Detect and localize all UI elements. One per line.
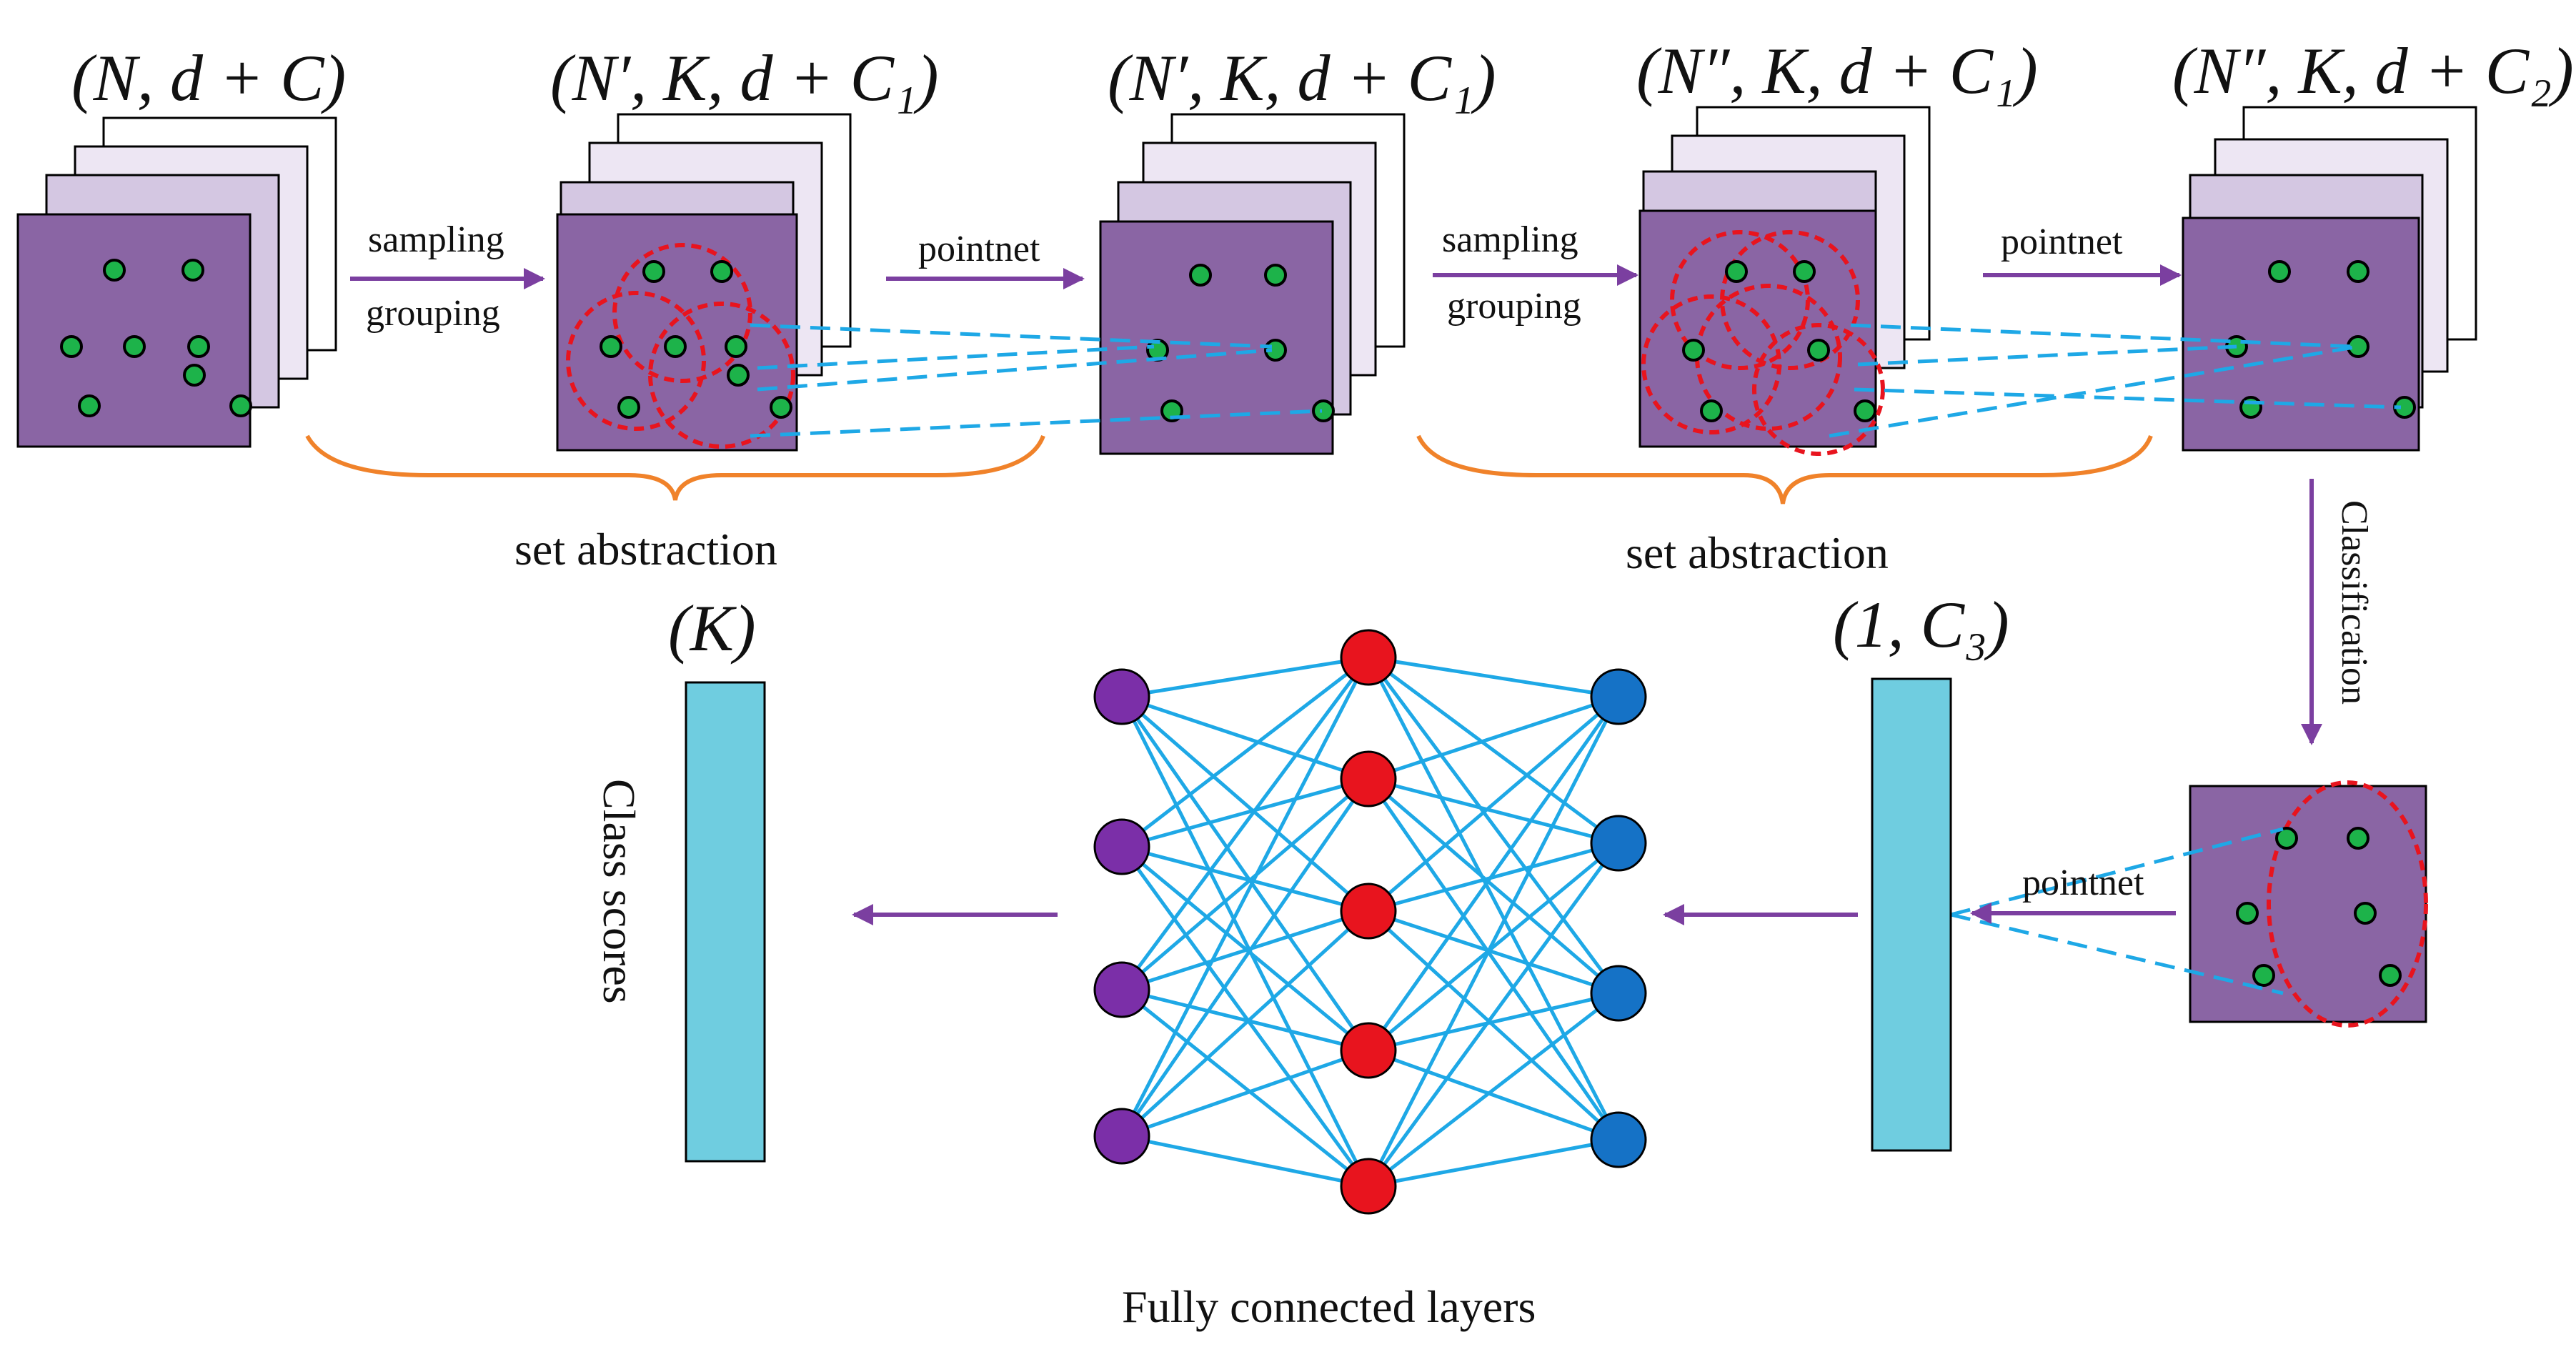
sa1-grouped-points <box>600 260 792 419</box>
sa2-grouped-points <box>1682 260 1876 422</box>
fc-edge <box>1121 655 1369 699</box>
class-scores-bar <box>685 681 766 1163</box>
fc-edge <box>1367 992 1620 1188</box>
global-pointnet-links <box>1950 827 2284 995</box>
fc-edge <box>1120 695 1371 1188</box>
fc-edge <box>1367 910 1620 1141</box>
pointnet-label-2: pointnet <box>2001 222 2123 262</box>
fc-edge <box>1366 695 1621 1052</box>
global-feature-bar <box>1871 677 1952 1152</box>
fc-edge <box>1120 777 1370 991</box>
set-abstraction-brace-1 <box>305 434 1045 501</box>
fc-edge <box>1368 1138 1619 1188</box>
grouping-label-1: grouping <box>366 293 500 334</box>
fc-edge <box>1121 1134 1369 1188</box>
fc-edge <box>1120 695 1371 1052</box>
fc-edge <box>1367 777 1620 995</box>
fc-edge <box>1120 695 1370 913</box>
fc-edge <box>1121 845 1369 913</box>
sa1-pointnet-links <box>750 323 1323 438</box>
fc-input-nodes <box>1093 668 1150 1165</box>
fc-edge <box>1366 656 1621 1141</box>
pointnet-label-1: pointnet <box>918 229 1040 269</box>
fc-edge <box>1120 777 1371 1138</box>
sa2-grouped-shape-label: (N″, K, d + C₁) <box>1636 34 2038 107</box>
sampling-label-1: sampling <box>368 219 504 260</box>
fully-connected-network <box>1093 629 1647 1215</box>
sa1-grouped-stack <box>556 113 852 452</box>
fc-edge <box>1121 1048 1369 1138</box>
sa2-pointnet-links <box>1829 323 2402 438</box>
fc-edges <box>1120 655 1621 1188</box>
fc-edge <box>1120 656 1370 848</box>
fc-edge <box>1121 777 1369 849</box>
fc-edge <box>1368 991 1619 1053</box>
fc-edge <box>1366 656 1621 995</box>
global-group-points <box>2236 827 2402 987</box>
fc-edge <box>1368 695 1619 781</box>
set-abstraction-label-2: set abstraction <box>1626 527 1889 578</box>
class-scores-label: Class scores <box>594 779 645 1004</box>
fc-edge <box>1368 841 1619 913</box>
global-feature-shape-label: (1, C₃) <box>1833 588 2009 661</box>
sa1-output-shape-label: (N′, K, d + C₁) <box>1108 41 1496 114</box>
fc-edge <box>1121 695 1369 781</box>
fc-edge <box>1120 656 1371 991</box>
fc-edge <box>1120 910 1370 1138</box>
fully-connected-label: Fully connected layers <box>1122 1281 1536 1332</box>
set-abstraction-brace-2 <box>1416 434 2153 504</box>
fc-edge <box>1368 777 1619 845</box>
fc-edge <box>1366 842 1621 1188</box>
sa1-grouped-shape-label: (N′, K, d + C₁) <box>550 41 939 114</box>
fc-edge <box>1121 988 1369 1053</box>
fc-edge <box>1366 777 1621 1141</box>
class-scores-shape-label: (K) <box>668 592 756 665</box>
fc-edge <box>1367 842 1620 1052</box>
sa2-output-stack <box>2182 106 2477 452</box>
fc-edge <box>1120 845 1371 1188</box>
sa2-group-circles <box>1641 230 1885 456</box>
pointnet-label-3: pointnet <box>2022 863 2144 903</box>
fc-output-nodes <box>1590 668 1647 1168</box>
global-group-panel <box>2189 780 2428 1028</box>
sa1-output-stack <box>1099 113 1406 455</box>
input-shape-label: (N, d + C) <box>71 41 346 114</box>
fc-hidden-nodes <box>1340 629 1397 1215</box>
fc-edge <box>1368 1048 1619 1142</box>
classification-label: Classification <box>2334 500 2374 705</box>
fc-edge <box>1120 988 1370 1188</box>
input-points <box>60 259 252 417</box>
sa1-group-circles <box>566 243 795 449</box>
sa2-output-shape-label: (N″, K, d + C₂) <box>2172 34 2574 107</box>
input-point-cloud-stack <box>16 116 337 448</box>
sa2-grouped-stack <box>1638 106 1931 456</box>
grouping-label-2: grouping <box>1447 286 1581 327</box>
fc-edge <box>1367 655 1620 845</box>
fc-edge <box>1366 695 1621 1188</box>
fc-edge <box>1121 909 1369 992</box>
fc-edge <box>1120 656 1371 1138</box>
fc-edge <box>1367 695 1620 913</box>
set-abstraction-label-1: set abstraction <box>514 524 777 575</box>
fc-edge <box>1368 909 1619 995</box>
fc-edge <box>1368 655 1619 699</box>
sampling-label-2: sampling <box>1442 219 1578 260</box>
